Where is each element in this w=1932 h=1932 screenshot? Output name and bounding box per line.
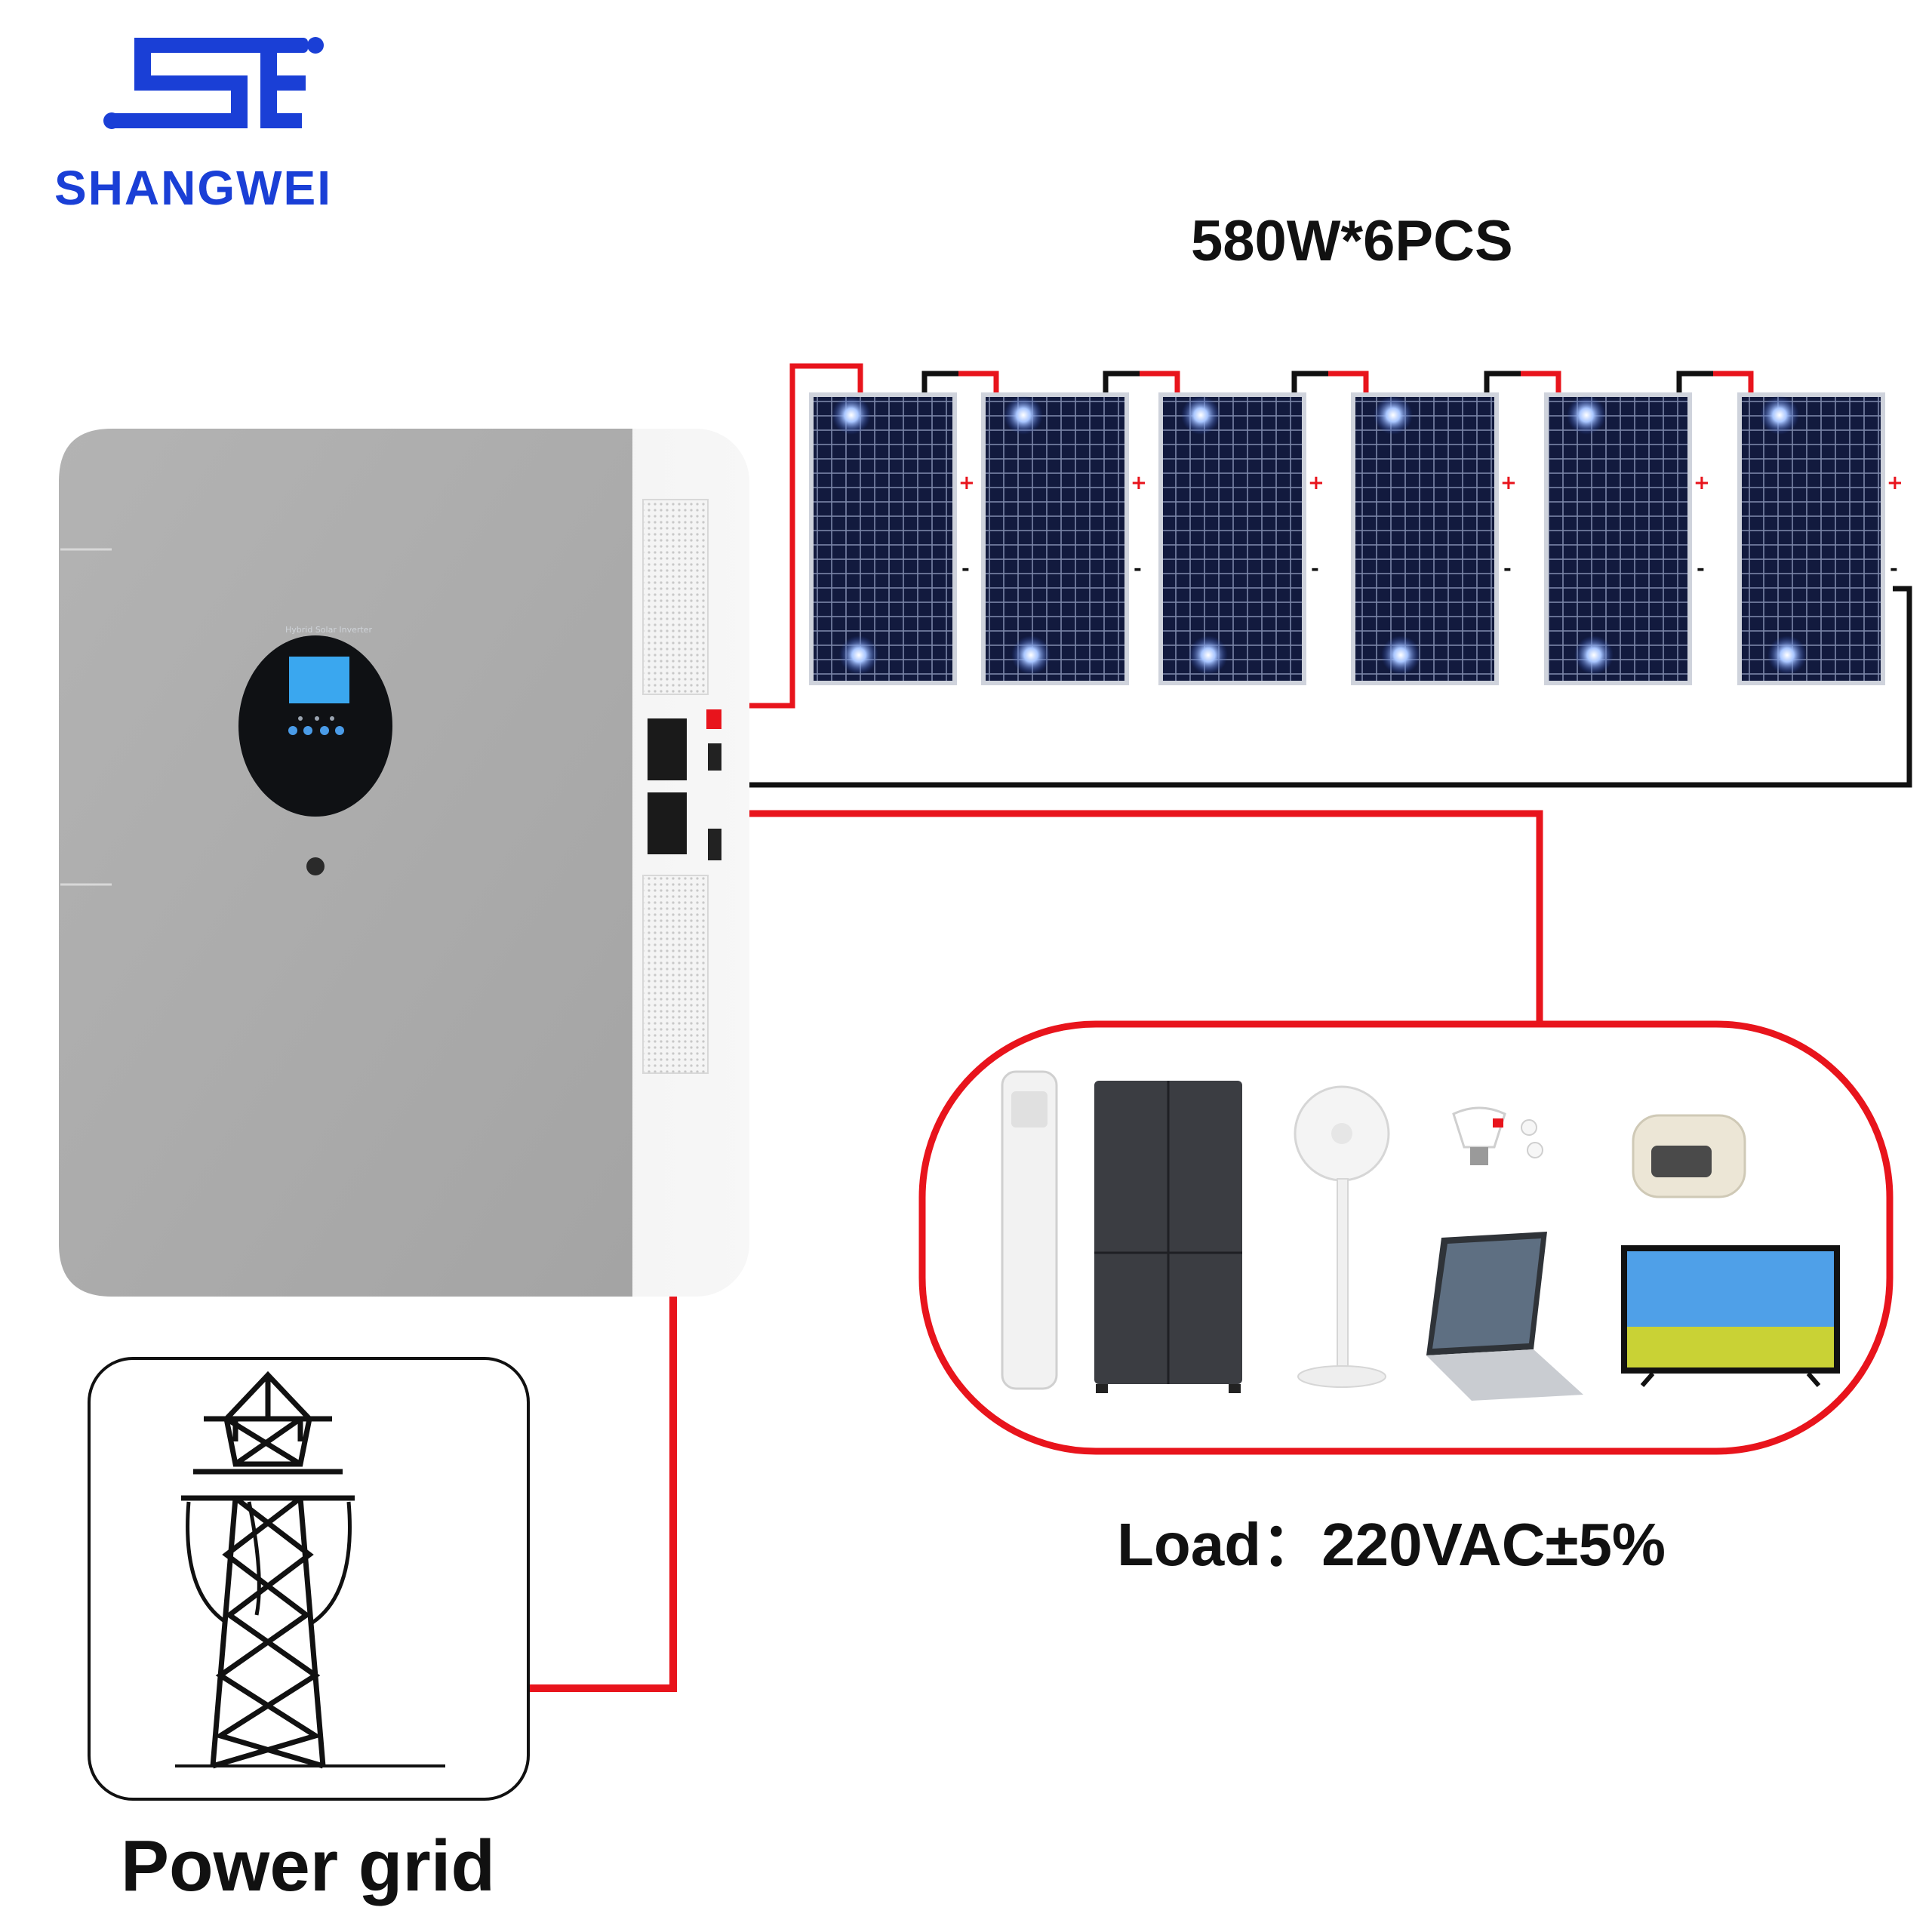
solar-panel: [981, 392, 1129, 685]
hybrid-inverter: [59, 429, 749, 1297]
minus-sign: -: [1134, 558, 1142, 580]
solar-panel: [809, 392, 957, 685]
load-enclosure: [918, 1020, 1894, 1455]
series-links: [921, 371, 1754, 396]
load-label: Load：220VAC±5%: [1117, 1511, 1666, 1578]
inverter-display-title: Hybrid Solar Inverter: [285, 625, 372, 635]
solar-panel: [1737, 392, 1885, 685]
control-buttons: [288, 716, 344, 735]
brand-name: SHANGWEI: [54, 161, 332, 215]
pv-positive-wire: [743, 363, 863, 709]
solar-panel: [1544, 392, 1692, 685]
inverter-display-panel: [238, 635, 392, 817]
fan-icon: [1294, 1085, 1390, 1388]
wiring: [528, 363, 1912, 1692]
minus-sign: -: [1890, 558, 1898, 580]
laptop-icon: [1426, 1232, 1583, 1401]
lcd-screen: [289, 657, 349, 703]
plus-sign: +: [1500, 472, 1517, 494]
load-wire: [683, 810, 1543, 1023]
solar-panel: [1351, 392, 1499, 685]
plus-sign: +: [1131, 472, 1147, 494]
air-conditioner-icon: [1001, 1070, 1058, 1390]
light-bulbs-icon: [1452, 1106, 1543, 1165]
plus-sign: +: [958, 472, 975, 494]
transmission-tower-icon: [175, 1371, 445, 1769]
brand-logo-icon: [103, 37, 324, 129]
plus-sign: +: [1308, 472, 1324, 494]
appliances: [1001, 1070, 1840, 1401]
minus-sign: -: [1697, 558, 1705, 580]
solar-array-title: 580W*6PCS: [1191, 209, 1513, 273]
solar-array: + - + - + - + - + - + -: [809, 392, 1903, 685]
minus-sign: -: [1311, 558, 1319, 580]
minus-sign: -: [961, 558, 970, 580]
rice-cooker-icon: [1632, 1114, 1746, 1198]
pv-negative-wire: [743, 586, 1912, 788]
plus-sign: +: [1694, 472, 1710, 494]
grid-wire: [528, 1262, 677, 1692]
minus-sign: -: [1503, 558, 1512, 580]
solar-panel: [1158, 392, 1306, 685]
tv-icon: [1621, 1245, 1840, 1387]
plus-sign: +: [1887, 472, 1903, 494]
refrigerator-icon: [1094, 1081, 1242, 1393]
power-switch-icon: [306, 857, 325, 875]
power-grid-label: Power grid: [121, 1826, 496, 1906]
